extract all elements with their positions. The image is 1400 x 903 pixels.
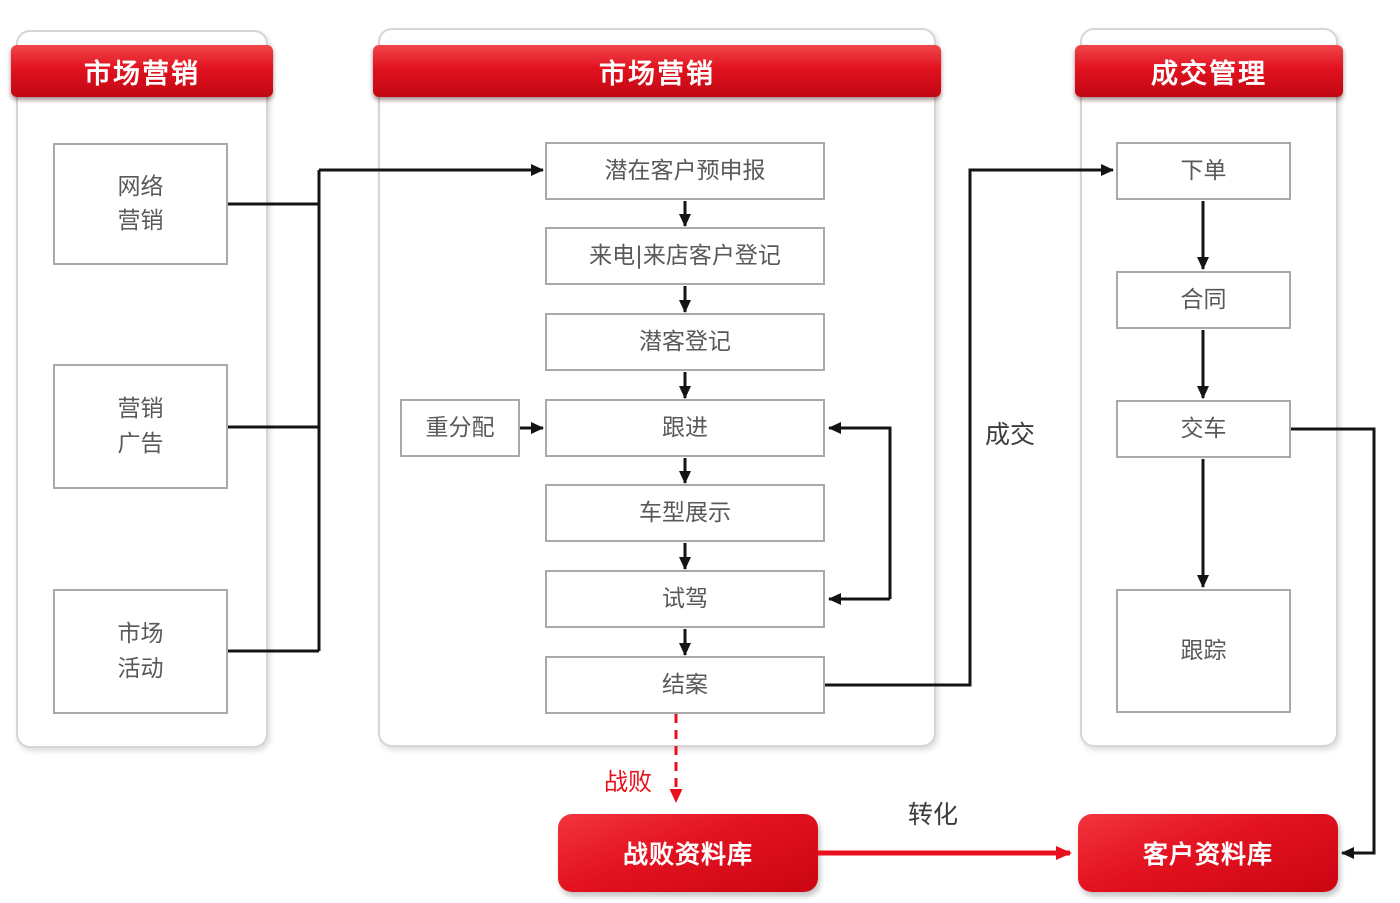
node-marketing-ads: 营销 广告	[53, 364, 228, 489]
node-tracking: 跟踪	[1116, 589, 1291, 713]
node-network-marketing: 网络 营销	[53, 143, 228, 265]
panel-header-marketing-process: 市场营销	[373, 45, 941, 97]
panel-marketing-process	[378, 28, 936, 747]
node-vehicle-delivery: 交车	[1116, 400, 1291, 458]
customer-database-box: 客户资料库	[1078, 814, 1338, 892]
node-prospect-registration: 潜客登记	[545, 313, 825, 371]
edge-label-convert: 转化	[908, 800, 959, 829]
node-market-activities: 市场 活动	[53, 589, 228, 714]
edge-label-deal: 成交	[985, 420, 1036, 449]
lost-database-box: 战败资料库	[558, 814, 818, 892]
panel-header-marketing-sources: 市场营销	[11, 45, 273, 97]
node-reassign: 重分配	[400, 399, 520, 457]
edge-label-lost: 战败	[604, 768, 652, 796]
node-place-order: 下单	[1116, 142, 1291, 200]
node-test-drive: 试驾	[545, 570, 825, 628]
node-call-visit-registration: 来电|来店客户登记	[545, 227, 825, 285]
panel-header-deal-management: 成交管理	[1075, 45, 1343, 97]
node-case-close: 结案	[545, 656, 825, 714]
node-follow-up: 跟进	[545, 399, 825, 457]
node-contract: 合同	[1116, 271, 1291, 329]
node-prospect-prereport: 潜在客户预申报	[545, 142, 825, 200]
node-model-showcase: 车型展示	[545, 484, 825, 542]
